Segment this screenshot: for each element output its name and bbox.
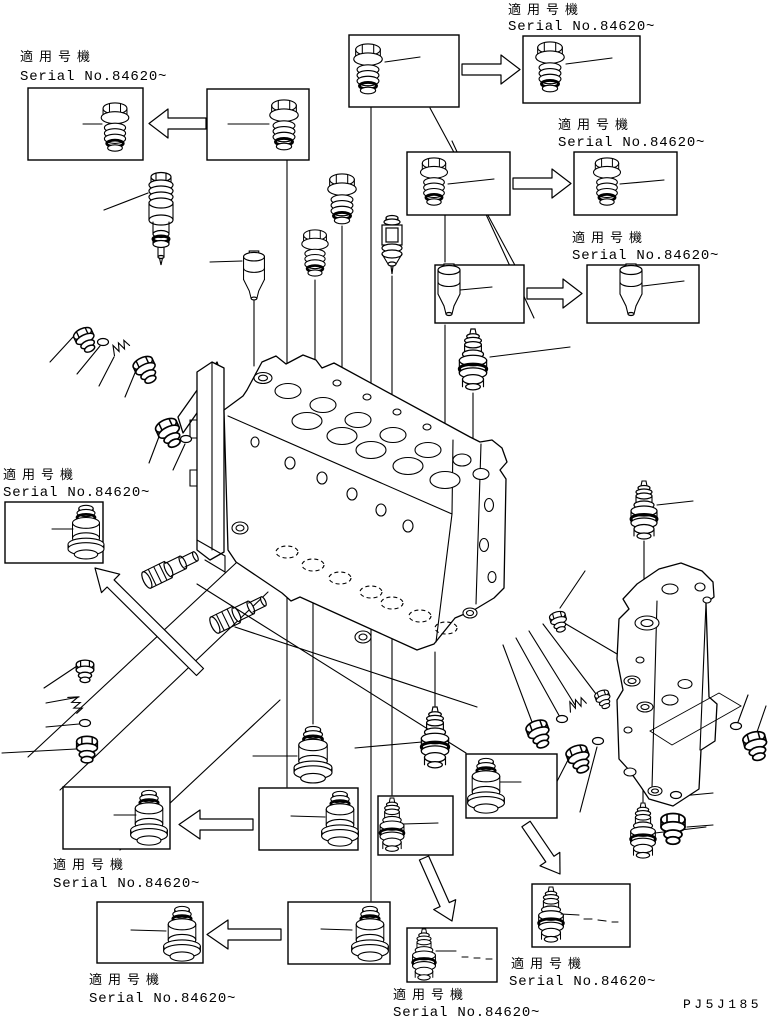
o-ring: [96, 337, 110, 347]
serial-callout-label: 適用号機 Serial No.84620~: [393, 987, 540, 1017]
label-serial: Serial No.84620~: [558, 135, 705, 151]
label-jp: 適用号機: [508, 2, 584, 18]
label-serial: Serial No.84620~: [572, 248, 719, 264]
hex-plug-small: [547, 609, 570, 635]
spring-seat: [75, 659, 95, 684]
hex-plug-small: [563, 741, 595, 777]
suction-valve: [292, 724, 334, 785]
relief-valve: [419, 705, 451, 770]
label-serial: Serial No.84620~: [393, 1005, 540, 1017]
spring: [67, 693, 84, 715]
o-ring: [179, 434, 193, 444]
hidden-bores: [275, 545, 458, 635]
washer: [591, 736, 605, 746]
label-jp: 適用号機: [558, 117, 634, 133]
arrow-left: [178, 809, 254, 840]
serial-callout-label: 適用号機 Serial No.84620~: [89, 972, 236, 1007]
valve-spool: [139, 546, 202, 591]
sub-valve-body: [616, 562, 742, 807]
serial-callout-label: 適用号機 Serial No.84620~: [20, 49, 167, 85]
serial-callout-label: 適用号機 Serial No.84620~: [572, 230, 719, 264]
callout-boxes: [4, 34, 700, 983]
label-jp: 適用号機: [572, 230, 648, 246]
top-ports: [253, 371, 490, 490]
serial-callout-labels: 適用号機 Serial No.84620~ 適用号機 Serial No.846…: [3, 2, 719, 1017]
o-ring: [729, 721, 743, 731]
label-jp: 適用号機: [89, 972, 165, 988]
label-serial: Serial No.84620~: [509, 974, 656, 990]
hex-plug-small: [523, 716, 555, 752]
hex-plug: [326, 172, 358, 226]
hex-plug-small: [75, 735, 99, 764]
check-valve-small: [593, 687, 614, 712]
label-serial: Serial No.84620~: [53, 876, 200, 892]
front-face-holes: [250, 436, 414, 533]
sub-mounting-plate: [649, 692, 742, 746]
hex-plug-small: [740, 728, 768, 764]
relief-valve: [147, 171, 175, 267]
arrow-right: [526, 278, 583, 309]
callout-box: [586, 264, 700, 324]
relief-valve: [457, 327, 489, 392]
drawing-code: PJ5J185: [683, 997, 762, 1012]
serial-callout-label: 適用号機 Serial No.84620~: [53, 857, 200, 892]
arrow-right: [512, 168, 572, 199]
label-jp: 適用号機: [20, 49, 96, 65]
hex-plug: [300, 228, 330, 278]
pilot-valve: [381, 214, 403, 275]
main-valve-body: [177, 354, 508, 651]
serial-callout-label: 適用号機 Serial No.84620~: [3, 467, 150, 501]
label-jp: 適用号機: [393, 987, 469, 1003]
replacement-arrows: [94, 54, 583, 950]
serial-callout-label: 適用号機 Serial No.84620~: [558, 117, 705, 151]
label-serial: Serial No.84620~: [20, 69, 167, 85]
label-jp: 適用号機: [511, 956, 587, 972]
spring: [566, 696, 588, 713]
arrow-down-right: [418, 855, 457, 922]
relief-valve: [629, 801, 657, 860]
serial-callout-label: 適用号機 Serial No.84620~: [509, 956, 656, 990]
o-ring: [555, 714, 569, 724]
arrow-left: [148, 108, 207, 139]
serial-callout-label: 適用号機 Serial No.84620~: [508, 2, 655, 35]
o-ring: [78, 718, 92, 728]
o-ring: [669, 790, 683, 800]
spring: [109, 338, 132, 357]
arrow-right: [461, 54, 521, 85]
hex-plug-small: [660, 812, 686, 846]
label-jp: 適用号機: [53, 857, 129, 873]
label-serial: Serial No.84620~: [508, 19, 655, 35]
arrow-down-right: [521, 820, 561, 875]
label-serial: Serial No.84620~: [3, 485, 150, 501]
valve-seat: [130, 353, 163, 388]
arrow-up-left: [94, 567, 205, 677]
label-jp: 適用号機: [3, 467, 79, 483]
arrow-left: [206, 919, 282, 950]
label-serial: Serial No.84620~: [89, 991, 236, 1007]
relief-valve: [629, 479, 659, 541]
check-valve: [242, 250, 266, 301]
